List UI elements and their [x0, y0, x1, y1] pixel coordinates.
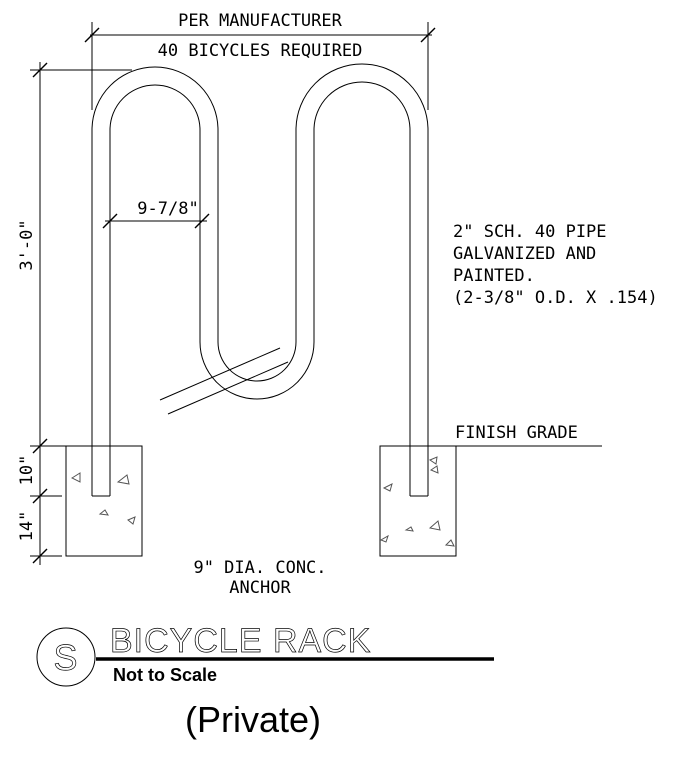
detail-symbol-circle: [36, 627, 96, 687]
concrete-anchor-right: [379, 445, 457, 557]
pipe-note-line2: GALVANIZED AND: [453, 244, 596, 264]
height-dimension: 3'-0" 10" 14": [17, 62, 132, 565]
pipe-note-line3: PAINTED.: [453, 266, 535, 286]
depth-upper-dimension-text: 10": [17, 455, 37, 486]
finish-grade-label: FINISH GRADE: [455, 423, 578, 443]
anchor-note-line1: 9" DIA. CONC.: [193, 558, 326, 578]
pipe-spec-note: 2" SCH. 40 PIPE GALVANIZED AND PAINTED. …: [453, 222, 658, 308]
detail-symbol-letter: S: [53, 637, 78, 678]
scale-note: Not to Scale: [113, 665, 217, 685]
anchor-note: 9" DIA. CONC. ANCHOR: [193, 558, 326, 598]
title-block: S BICYCLE RACK Not to Scale: [36, 622, 494, 687]
anchor-note-line2: ANCHOR: [229, 578, 291, 598]
finish-grade: FINISH GRADE: [455, 423, 602, 447]
drawing-title: BICYCLE RACK: [110, 622, 371, 660]
pipe-note-line4: (2-3/8" O.D. X .154): [453, 288, 658, 308]
pipe-note-line1: 2" SCH. 40 PIPE: [453, 222, 607, 242]
concrete-anchor-left: [65, 445, 143, 557]
height-dimension-text: 3'-0": [17, 219, 37, 270]
private-label: (Private): [185, 699, 321, 740]
width-dimension-text-line2: 40 BICYCLES REQUIRED: [158, 41, 363, 61]
width-dimension-text-line1: PER MANUFACTURER: [178, 11, 343, 31]
spacing-dimension-text: 9-7/8": [137, 199, 198, 219]
wave-rack-pipe: [91, 63, 429, 497]
depth-lower-dimension-text: 14": [17, 511, 37, 542]
spacing-dimension: 9-7/8": [102, 199, 210, 229]
width-dimension: PER MANUFACTURER 40 BICYCLES REQUIRED: [84, 11, 436, 110]
